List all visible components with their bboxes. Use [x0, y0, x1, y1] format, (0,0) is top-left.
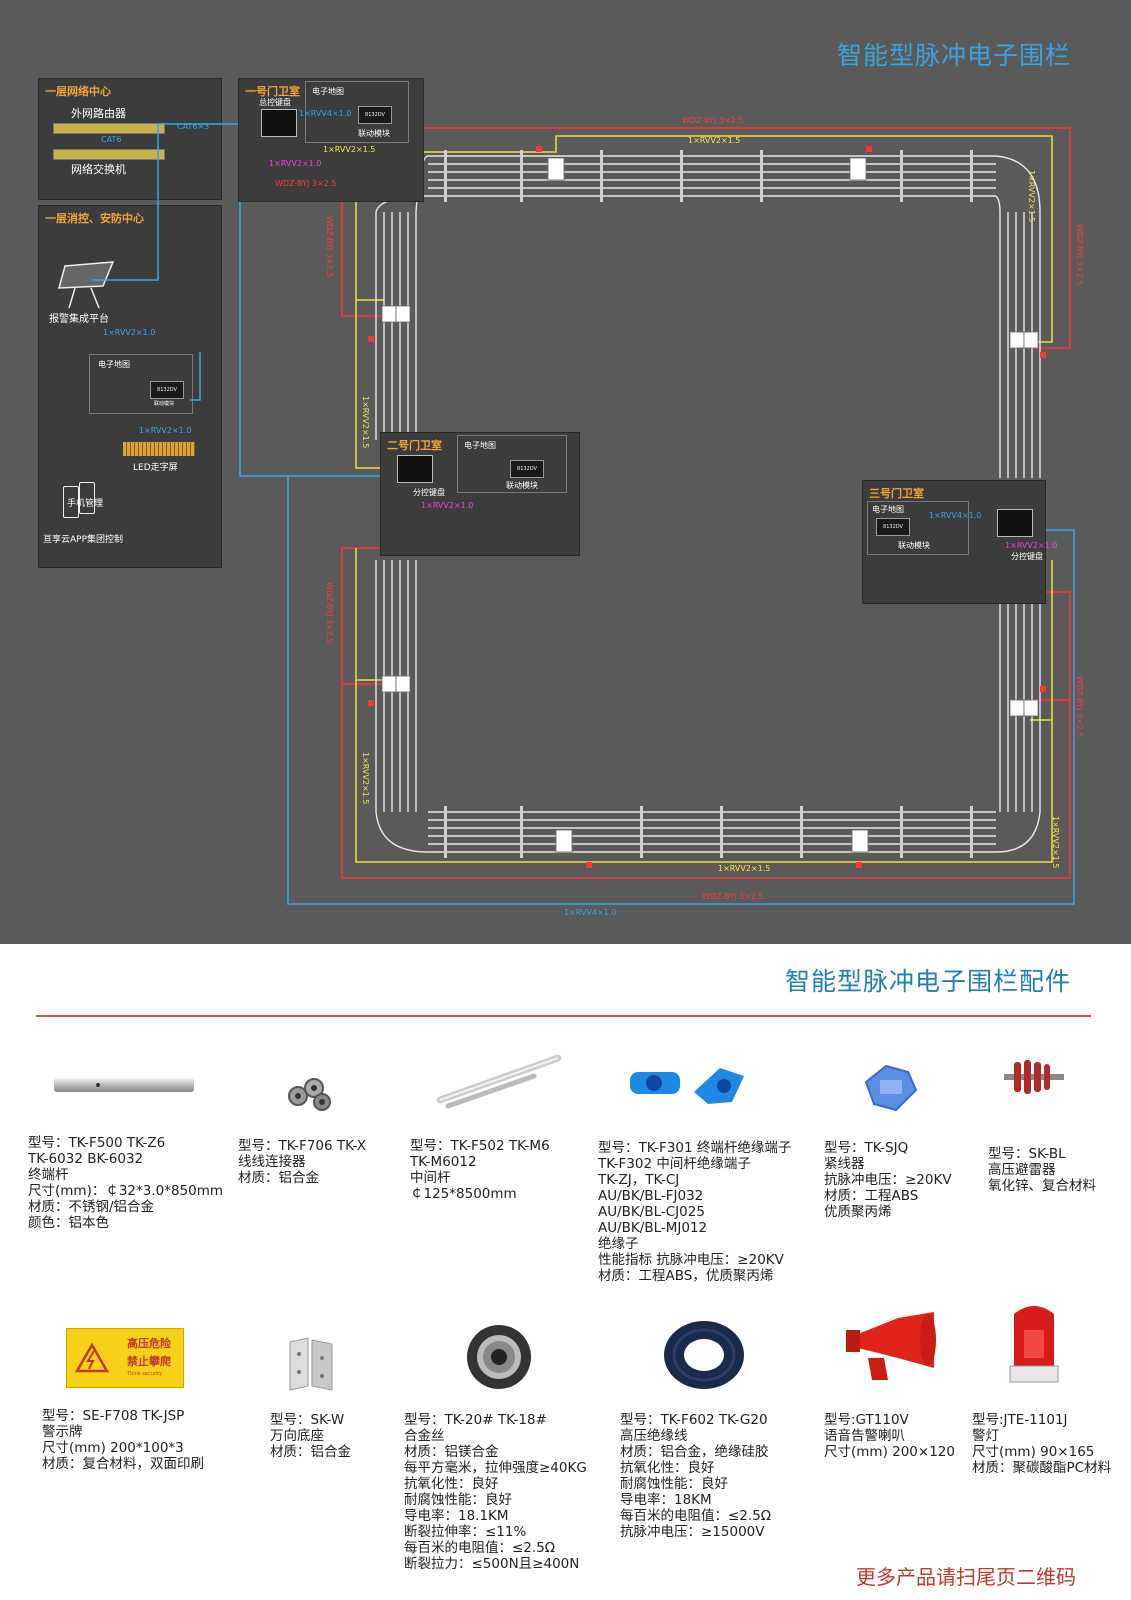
- wire-right-low-yellow: 1×RVV2×1.5: [1051, 816, 1060, 869]
- wire-left-mid-yellow: 1×RVV2×1.5: [361, 396, 370, 449]
- gate2-keyboard-label: 分控键盘: [413, 488, 445, 497]
- cat6x3-label: CAT6×3: [177, 122, 210, 131]
- gate1-wdz: WDZ-BYJ 3×2.5: [275, 179, 337, 188]
- gate2-title: 二号门卫室: [387, 439, 442, 452]
- security-map-panel: 电子地图 8132DV 联动模块: [89, 354, 193, 414]
- wire-right-top-red: WDZ-BYJ 3×2.5: [1075, 224, 1084, 286]
- wire-bottom-yellow: 1×RVV2×1.5: [718, 864, 771, 873]
- gate1-title: 一号门卫室: [245, 85, 300, 98]
- wire-left-top-red: WDZ-BYJ 3×2.5: [325, 216, 334, 278]
- wire-right-low-red: WDZ-BYJ 3×2.5: [1075, 676, 1084, 738]
- wire-left-low-yellow: 1×RVV2×1.5: [361, 752, 370, 805]
- section-divider: [36, 1015, 1091, 1017]
- gate3-title: 三号门卫室: [869, 487, 924, 500]
- wire-right-top-yellow: 1×RVV2×1.5: [1027, 170, 1036, 223]
- platform-icon: [58, 261, 115, 309]
- diagram-title: 智能型脉冲电子围栏: [836, 41, 1071, 70]
- wire-connector-image: [288, 1078, 331, 1111]
- switch-device: [53, 149, 165, 160]
- security-map-label: 电子地图: [98, 360, 130, 369]
- wire-bottom-red: WDZ-BYJ 3×2.5: [702, 892, 764, 901]
- gate3-keyboard[interactable]: [997, 509, 1033, 537]
- led-screen: [123, 442, 195, 456]
- wire-top-red: WDZ-BYJ 3×2.5: [682, 116, 744, 125]
- platform-wire-label: 1×RVV2×1.0: [103, 328, 156, 337]
- system-diagram: 智能型脉冲电子围栏 一层网络中心 外网路由器 CAT6 网络交换机 CAT6×3…: [0, 0, 1131, 944]
- gate3-box: 三号门卫室 电子地图 8132DV 联动模块 1×RVV4×1.0 1×RVV2…: [862, 480, 1057, 604]
- led-label: LED走字屏: [133, 463, 178, 473]
- gate1-rvv4: 1×RVV4×1.0: [299, 109, 352, 118]
- warning-triangle-icon: [75, 1343, 109, 1373]
- horn-image: [846, 1312, 936, 1380]
- gate2-box: 二号门卫室 分控键盘 电子地图 8132DV 联动模块 1×RVV2×1.0: [380, 432, 580, 556]
- gate1-rvv2-15: 1×RVV2×1.5: [323, 145, 376, 154]
- net-center-title: 一层网络中心: [45, 85, 111, 98]
- gate3-module: 8132DV: [876, 518, 910, 536]
- gate2-keyboard[interactable]: [397, 455, 433, 483]
- gate2-map-panel: 电子地图 8132DV 联动模块: [457, 435, 567, 493]
- insulator-image: [630, 1068, 744, 1104]
- gate3-map-panel: 电子地图 8132DV 联动模块: [867, 501, 969, 555]
- gate3-module-sub: 联动模块: [898, 541, 930, 550]
- security-center-title: 一层消控、安防中心: [45, 212, 144, 225]
- warning-light-image: [1009, 1306, 1059, 1383]
- gate1-box: 一号门卫室 总控键盘 电子地图 8132DV 联动模块 1×RVV4×1.0 1…: [238, 78, 424, 202]
- net-center-box: 一层网络中心 外网路由器 CAT6 网络交换机: [38, 78, 222, 200]
- terminal-pole-image: [54, 1078, 194, 1092]
- alloy-wire-text: 型号：TK-20# TK-18#合金丝材质：铝镁合金每平方毫米，拉伸强度≥40K…: [404, 1412, 587, 1572]
- phone-label: 手机管理: [67, 499, 104, 509]
- gate2-map-label: 电子地图: [464, 441, 496, 450]
- hv-cable-image: [664, 1321, 744, 1389]
- middle-pole-image: [436, 1054, 562, 1109]
- wire-left-low-red: WDZ-BYJ 3×2.5: [325, 582, 334, 644]
- gate1-rvv2-10: 1×RVV2×1.0: [269, 159, 322, 168]
- gate2-rvv2-10: 1×RVV2×1.0: [421, 501, 474, 510]
- universal-base-image: [289, 1337, 333, 1391]
- footer-text: 更多产品请扫尾页二维码: [856, 1565, 1076, 1589]
- gate3-keyboard-label: 分控键盘: [1011, 552, 1043, 561]
- tensioner-image: [864, 1064, 918, 1112]
- phone-icon: [63, 486, 79, 518]
- phone-icon-2: [79, 482, 95, 514]
- gate2-module: 8132DV: [510, 460, 544, 478]
- gate2-module-sub: 联动模块: [506, 481, 538, 490]
- security-module: 8132DV: [150, 381, 184, 399]
- accessories-title: 智能型脉冲电子围栏配件: [784, 967, 1071, 996]
- wire-top-yellow: 1×RVV2×1.5: [688, 136, 741, 145]
- gate3-map-label: 电子地图: [872, 505, 904, 514]
- gate1-map-label: 电子地图: [312, 87, 344, 96]
- platform-label: 报警集成平台: [49, 314, 109, 325]
- switch-label: 网络交换机: [71, 163, 126, 176]
- app-label: 亘享云APP集团控制: [43, 535, 124, 545]
- gate1-keyboard-label: 总控键盘: [259, 98, 291, 107]
- warning-sign-image: 高压危险 禁止攀爬 Think security: [66, 1328, 184, 1388]
- gate1-module-sub: 联动模块: [358, 129, 390, 138]
- gate1-map-panel: 电子地图 8132DV 联动模块: [305, 81, 409, 143]
- gate3-rvv4: 1×RVV4×1.0: [929, 511, 982, 520]
- security-center-box: 一层消控、安防中心 报警集成平台 1×RVV2×1.0 电子地图 8132DV …: [38, 205, 222, 568]
- cat6-label: CAT6: [101, 135, 122, 144]
- led-wire-label: 1×RVV2×1.0: [139, 426, 192, 435]
- wire-bottom-blue: 1×RVV4×1.0: [564, 908, 617, 917]
- insulator-text: 型号：TK-F301 终端杆绝缘端子 TK-F302 中间杆绝缘端子 TK-ZJ…: [598, 1140, 792, 1284]
- router-device: [53, 123, 165, 134]
- security-module-sub: 联动模块: [154, 401, 175, 407]
- gate3-rvv2-10: 1×RVV2×1.0: [1005, 541, 1058, 550]
- alloy-wire-image: [467, 1325, 531, 1389]
- gate1-keyboard[interactable]: [261, 109, 297, 137]
- router-label: 外网路由器: [71, 107, 126, 120]
- gate1-module: 8132DV: [358, 106, 392, 124]
- lightning-arrester-image: [1004, 1060, 1064, 1094]
